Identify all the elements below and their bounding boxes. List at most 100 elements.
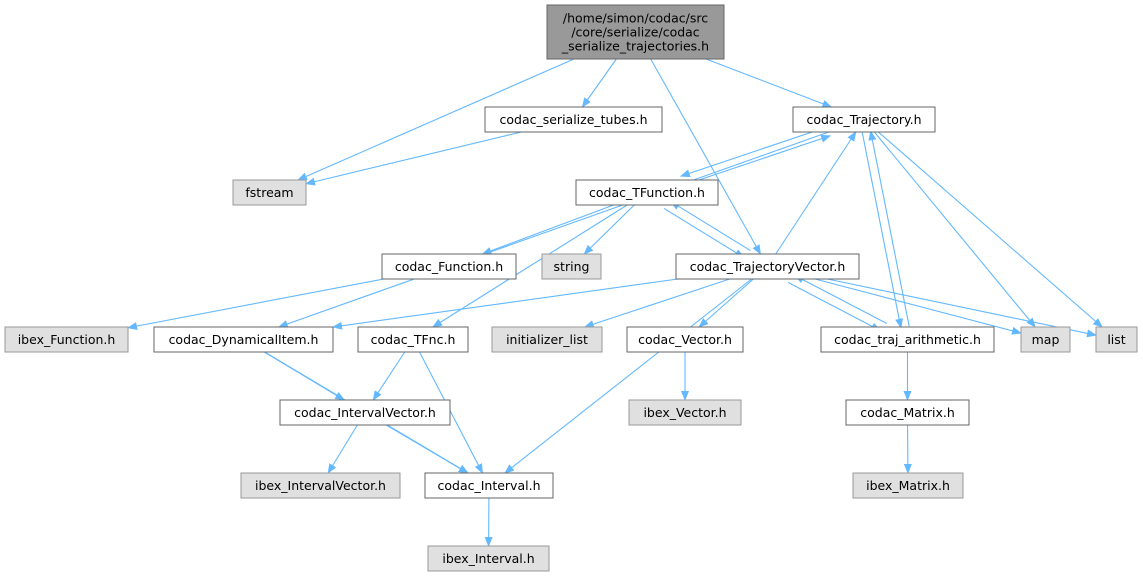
edge-trajvector-to-tfunction: [669, 201, 751, 252]
edge-trajvector-to-traj_arith: [787, 282, 882, 332]
node-label: codac_Matrix.h: [860, 405, 955, 420]
node-box: [484, 106, 663, 133]
edge-tfunction-to-string: [583, 204, 635, 255]
edge-trajvector-to-vector: [698, 278, 754, 328]
node-list: list: [1095, 326, 1138, 353]
node-intervalvector[interactable]: codac_IntervalVector.h: [279, 399, 451, 426]
node-label: codac_traj_arithmetic.h: [834, 332, 981, 347]
node-ibex-interval: ibex_Interval.h: [427, 545, 550, 572]
node-box: [1020, 326, 1071, 353]
node-label: ibex_Function.h: [18, 332, 116, 347]
edge-intervalvector-to-ibex_intervalvector: [327, 424, 358, 474]
edge-trajectory-to-list: [877, 131, 1103, 328]
dependency-edges: [127, 58, 1103, 547]
edge-root-to-trajvector: [650, 58, 761, 255]
edge-tfnc-to-interval: [419, 351, 483, 474]
node-label: fstream: [245, 185, 293, 200]
node-box: [845, 399, 970, 426]
node-label: codac_Trajectory.h: [806, 112, 921, 127]
node-ibex-matrix: ibex_Matrix.h: [852, 472, 964, 499]
node-box: [4, 326, 129, 353]
node-vector[interactable]: codac_Vector.h: [626, 326, 744, 353]
node-label: codac_Interval.h: [437, 478, 540, 493]
edge-trajvector-to-map: [814, 278, 1022, 335]
node-tfunction[interactable]: codac_TFunction.h: [575, 179, 719, 206]
node-function[interactable]: codac_Function.h: [381, 253, 517, 280]
node-label: codac_TFnc.h: [371, 332, 456, 347]
node-label: codac_IntervalVector.h: [294, 405, 436, 420]
edge-function-to-ibex_function: [127, 278, 384, 331]
node-interval[interactable]: codac_Interval.h: [424, 472, 554, 499]
node-label: list: [1107, 332, 1125, 347]
node-label: codac_Function.h: [395, 259, 503, 274]
node-label: string: [554, 259, 590, 274]
node-fstream: fstream: [232, 179, 307, 206]
edge-root-to-serialize_tubes: [581, 58, 617, 108]
header-nodes: /home/simon/codac/src/core/serialize/cod…: [4, 4, 1138, 572]
node-box: [1095, 326, 1138, 353]
edge-tfunction-to-tfnc: [432, 204, 628, 328]
node-label: codac_DynamicalItem.h: [169, 332, 319, 347]
node-box: [232, 179, 307, 206]
edge-trajvector-to-interval: [504, 278, 752, 474]
edge-traj_arith-to-trajvector: [793, 274, 888, 324]
node-box: [575, 179, 719, 206]
edge-trajvector-to-dynamicalitem: [332, 278, 678, 330]
node-box: [852, 472, 964, 499]
edge-root-to-trajectory: [705, 58, 833, 108]
edge-trajectory-to-dynamicalitem: [277, 131, 829, 328]
node-box: [357, 326, 469, 353]
node-dynamicalitem[interactable]: codac_DynamicalItem.h: [153, 326, 334, 353]
node-label: /core/serialize/codac: [571, 25, 699, 40]
node-map: map: [1020, 326, 1071, 353]
node-box: [240, 472, 401, 499]
node-box: [675, 253, 860, 280]
node-ibex-intervalvector: ibex_IntervalVector.h: [240, 472, 401, 499]
node-tfnc[interactable]: codac_TFnc.h: [357, 326, 469, 353]
node-box: [279, 399, 451, 426]
node-label: codac_serialize_tubes.h: [499, 112, 647, 127]
node-initializer-list: initializer_list: [491, 326, 603, 353]
node-box: [546, 4, 725, 60]
node-label: codac_TrajectoryVector.h: [690, 259, 846, 274]
node-label: codac_TFunction.h: [589, 185, 705, 200]
node-label: map: [1032, 332, 1060, 347]
node-box: [541, 253, 602, 280]
edge-tfnc-to-intervalvector: [372, 351, 406, 401]
edge-trajectory-to-map: [873, 131, 1036, 328]
edge-intervalvector-to-interval: [385, 424, 469, 474]
node-label: _serialize_trajectories.h: [561, 39, 709, 54]
node-label: codac_Vector.h: [638, 332, 732, 347]
node-string: string: [541, 253, 602, 280]
node-box: [628, 399, 742, 426]
node-serialize-tubes[interactable]: codac_serialize_tubes.h: [484, 106, 663, 133]
node-box: [792, 106, 936, 133]
node-box: [153, 326, 334, 353]
node-box: [381, 253, 517, 280]
node-trajvector[interactable]: codac_TrajectoryVector.h: [675, 253, 860, 280]
node-root[interactable]: /home/simon/codac/src/core/serialize/cod…: [546, 4, 725, 60]
node-box: [491, 326, 603, 353]
node-box: [427, 545, 550, 572]
edge-trajectory-to-tfunction: [679, 127, 824, 178]
edge-trajvector-to-initializer_list: [583, 278, 730, 328]
node-label: ibex_IntervalVector.h: [255, 478, 386, 493]
edge-trajectory-to-traj_arith: [861, 132, 904, 329]
node-trajectory[interactable]: codac_Trajectory.h: [792, 106, 936, 133]
node-ibex-function: ibex_Function.h: [4, 326, 129, 353]
edge-trajvector-to-trajectory: [775, 131, 857, 255]
edge-tfunction-to-function: [481, 204, 614, 255]
edge-trajvector-to-list: [827, 278, 1097, 338]
node-box: [626, 326, 744, 353]
edge-tfunction-to-trajectory: [687, 134, 832, 185]
node-label: /home/simon/codac/src: [563, 11, 708, 26]
node-box: [820, 326, 995, 353]
node-matrix[interactable]: codac_Matrix.h: [845, 399, 970, 426]
edge-root-to-fstream: [297, 58, 575, 181]
node-label: ibex_Vector.h: [643, 405, 726, 420]
node-label: ibex_Matrix.h: [866, 478, 950, 493]
node-traj-arith[interactable]: codac_traj_arithmetic.h: [820, 326, 995, 353]
edge-traj_arith-to-trajectory: [868, 130, 910, 327]
node-label: ibex_Interval.h: [442, 551, 534, 566]
